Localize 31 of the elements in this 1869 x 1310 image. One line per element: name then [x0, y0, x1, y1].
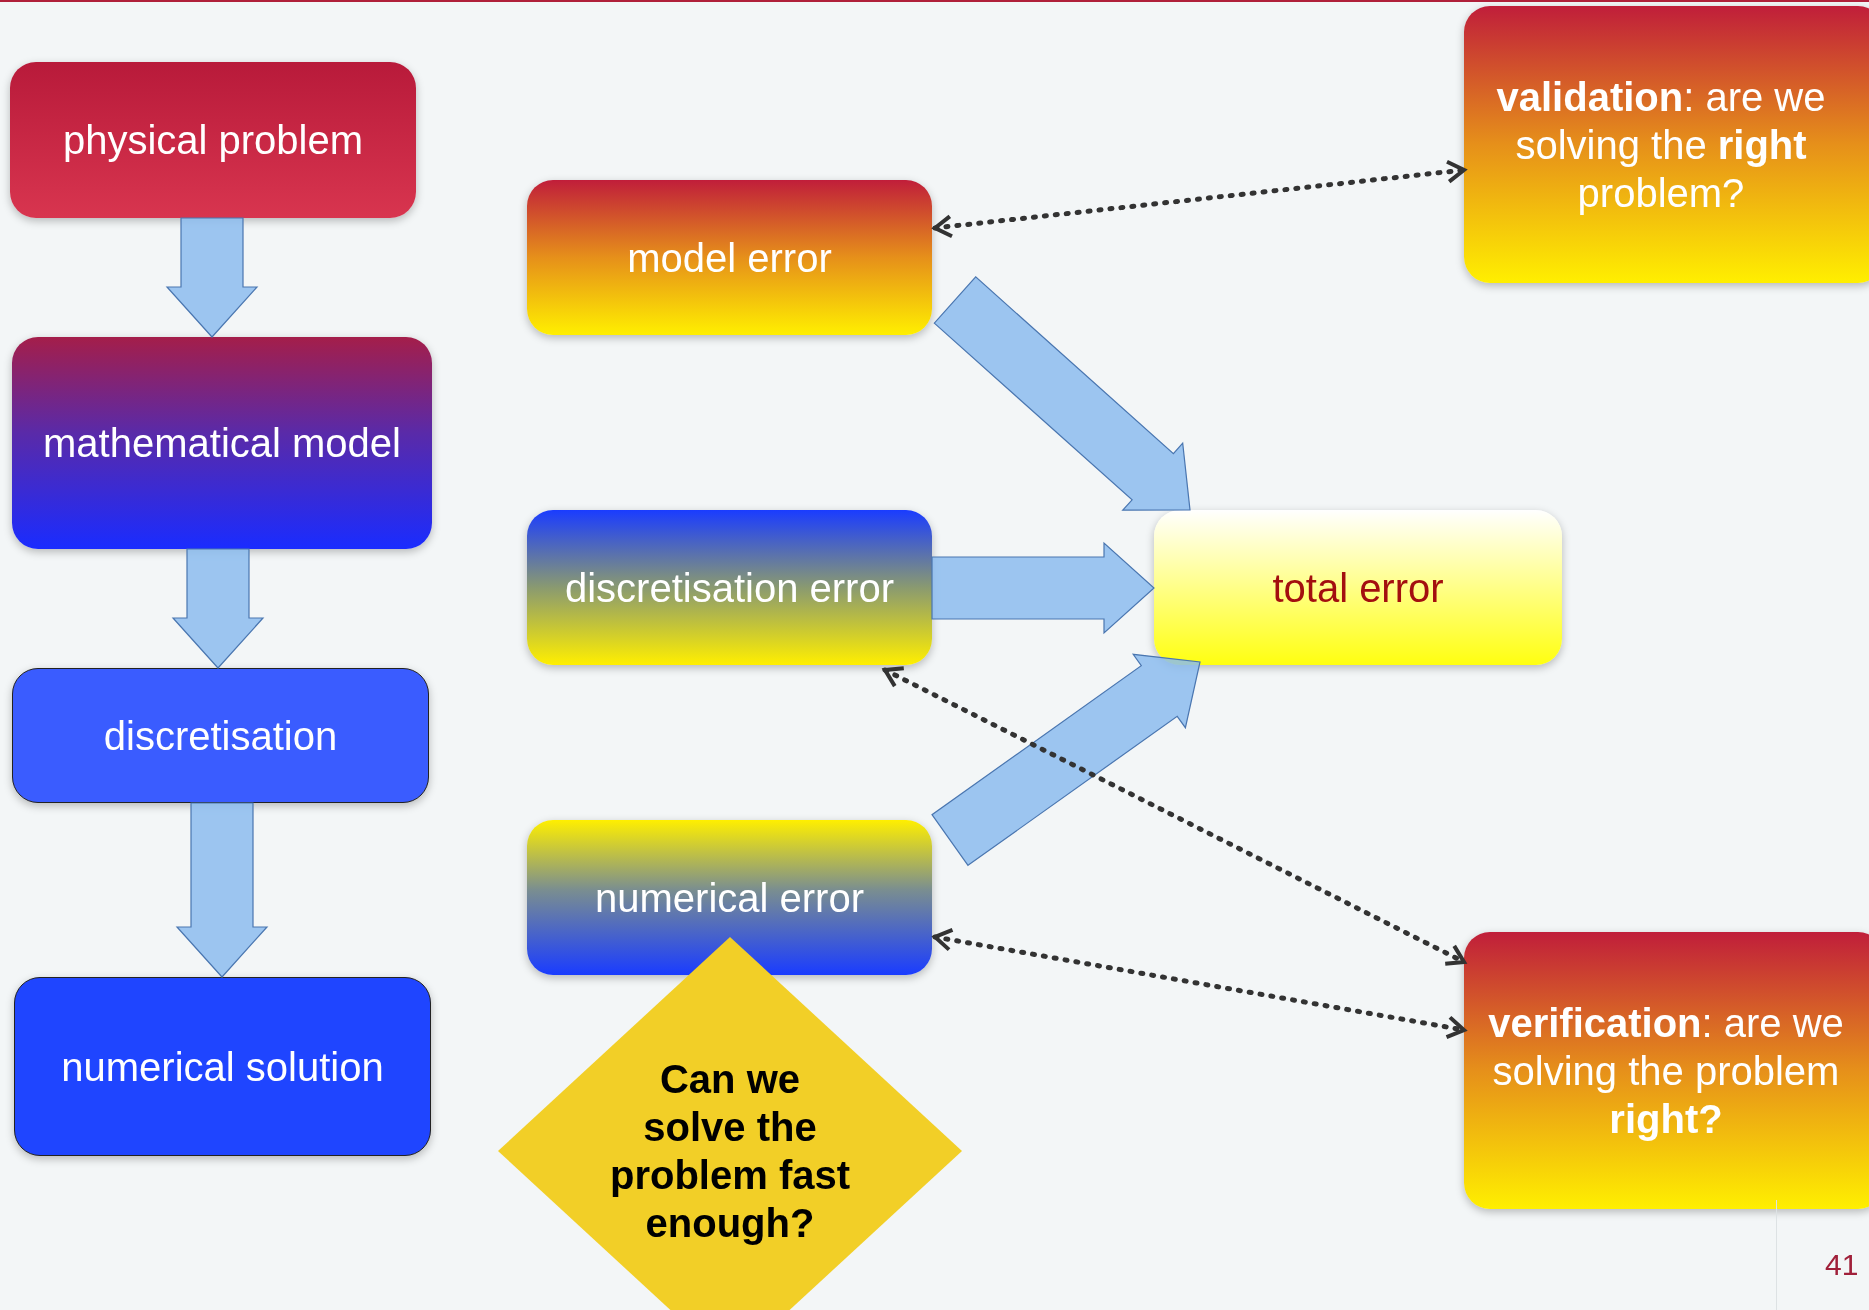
rounded-box: [1464, 932, 1869, 1209]
block-arrow: [165, 217, 259, 338]
page-number: 41: [1825, 1248, 1859, 1282]
dotted-arrow: [932, 159, 1467, 239]
dotted-arrow: [932, 927, 1467, 1040]
box-text: verification: are we solving the problem right?: [1487, 999, 1845, 1143]
question-text: Can we solve the problem fast enough?: [608, 1056, 851, 1247]
box-text: numerical solution: [61, 1043, 384, 1091]
box-text: numerical error: [595, 874, 864, 922]
box-text: validation: are we solving the right problem?: [1495, 73, 1827, 217]
box-text: model error: [627, 234, 832, 282]
rounded-box: [527, 510, 932, 665]
block-arrow: [931, 653, 1201, 867]
rounded-box: [527, 820, 932, 975]
block-arrow: [933, 276, 1191, 511]
rounded-box: [10, 62, 416, 218]
block-arrow: [171, 548, 265, 669]
box-text: mathematical model: [43, 420, 401, 467]
box-text: discretisation error: [565, 564, 894, 612]
rounded-box: [1464, 6, 1869, 283]
block-arrow: [175, 802, 269, 978]
rounded-box: [1154, 510, 1562, 665]
rounded-box: [527, 180, 932, 335]
box-text: physical problem: [62, 117, 364, 164]
rounded-box: [14, 977, 431, 1156]
dotted-arrow: [882, 666, 1467, 966]
rounded-box: [12, 668, 429, 803]
box-text: total error: [1272, 564, 1444, 612]
box-text: discretisation: [103, 712, 338, 760]
block-arrow: [931, 541, 1155, 635]
rounded-box: [12, 337, 432, 549]
